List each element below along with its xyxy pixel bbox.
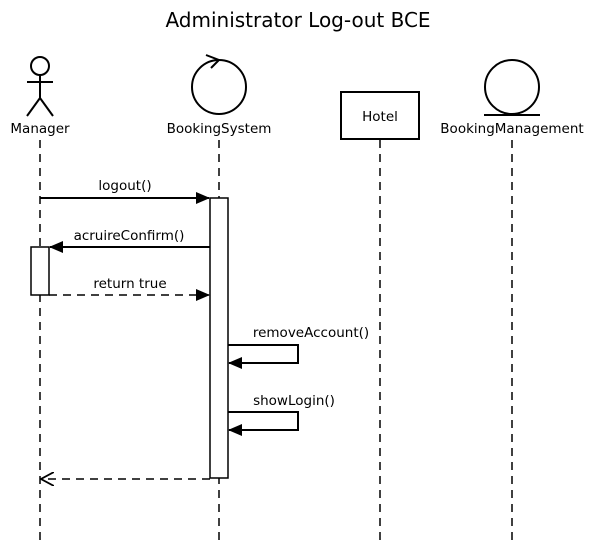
activation-booking-system <box>209 197 229 479</box>
actor-icon <box>26 56 54 117</box>
message-show-login-arrow <box>228 411 299 436</box>
participant-booking-system-label: BookingSystem <box>167 121 272 137</box>
hotel-box <box>340 91 420 140</box>
message-return-true-label: return true <box>93 276 166 292</box>
participant-booking-management-label: BookingManagement <box>440 121 583 137</box>
message-remove-account-arrow <box>228 344 299 369</box>
entity-icon <box>484 59 540 116</box>
activation-manager <box>30 246 50 296</box>
participant-hotel-label: Hotel <box>362 109 398 125</box>
message-acquire-confirm-label: acruireConfirm() <box>74 228 185 244</box>
message-show-login-label: showLogin() <box>253 393 335 409</box>
message-logout-label: logout() <box>98 178 151 194</box>
diagram-title: Administrator Log-out BCE <box>165 8 430 32</box>
message-remove-account-label: removeAccount() <box>253 325 369 341</box>
participant-manager-label: Manager <box>10 121 70 137</box>
control-icon <box>191 54 247 115</box>
